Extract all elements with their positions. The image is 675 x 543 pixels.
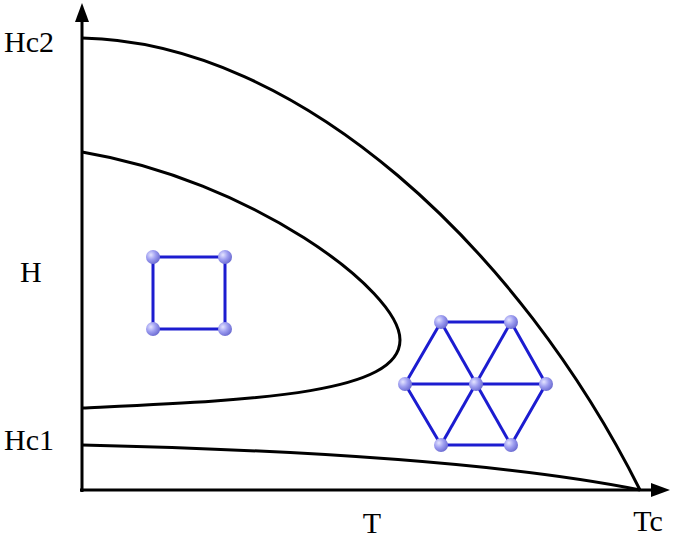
axis-title: H [20, 257, 42, 287]
phase-curves [82, 38, 640, 490]
x-arrowhead [651, 483, 670, 497]
axes [80, 18, 655, 492]
y-arrowhead [75, 3, 89, 22]
square-lattice [146, 250, 232, 336]
axis-title: T [363, 508, 381, 538]
axis-tick-label: Tc [633, 506, 663, 536]
axis-tick-label: Hc1 [4, 425, 54, 455]
hexagonal-lattice [398, 315, 553, 452]
axis-tick-label: Hc2 [4, 27, 54, 57]
